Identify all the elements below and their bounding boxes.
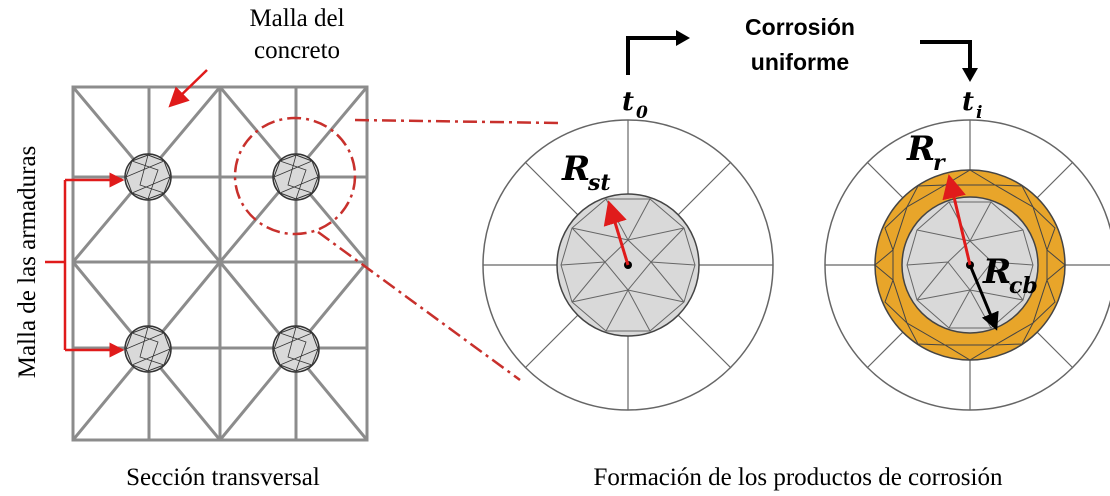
radius-rr-arrow	[942, 174, 972, 266]
cross-section-caption: Sección transversal	[126, 464, 320, 491]
uniform-corrosion-label: Corrosión	[745, 14, 855, 40]
rebar-bottom-left	[124, 325, 172, 373]
radius-rst-arrow	[603, 200, 630, 266]
radius-rcb-arrow	[968, 264, 999, 331]
products-formation-caption: Formación de los productos de corrosión	[594, 464, 1003, 491]
svg-text:R: R	[906, 129, 935, 169]
rebar-mesh-label: Malla de las armaduras	[14, 146, 41, 379]
section-t0	[482, 119, 774, 411]
uniform-corrosion-label-2: uniforme	[751, 49, 849, 75]
rr-label: R r	[906, 129, 946, 176]
zoom-indicator	[233, 116, 561, 382]
concrete-mesh-pointer	[168, 69, 208, 108]
cross-section-mesh	[71, 85, 369, 442]
svg-text:i: i	[976, 103, 982, 123]
rebar-bottom-right	[272, 325, 320, 373]
time-arrow-start-head	[676, 30, 690, 46]
svg-text:cb: cb	[1009, 273, 1038, 299]
svg-text:0: 0	[636, 103, 648, 123]
time-arrow-end	[920, 40, 972, 70]
svg-text:t: t	[962, 87, 974, 117]
time-arrow-start	[626, 36, 676, 75]
svg-text:r: r	[933, 150, 946, 176]
rebar-top-left	[124, 153, 172, 201]
svg-text:t: t	[622, 87, 634, 117]
ti-label: t i	[962, 87, 982, 123]
t0-label: t 0	[622, 87, 648, 123]
rst-label: R st	[561, 149, 611, 196]
svg-text:st: st	[587, 170, 611, 196]
rebar-mesh-bracket	[45, 172, 125, 358]
section-ti	[824, 119, 1110, 411]
concrete-mesh-label: Malla del	[249, 5, 344, 32]
rebar-top-right	[272, 153, 320, 201]
concrete-mesh-label-2: concreto	[254, 37, 340, 64]
rcb-label: R cb	[982, 252, 1038, 299]
time-arrow-end-head	[962, 68, 978, 82]
svg-text:R: R	[982, 252, 1011, 292]
svg-text:R: R	[561, 149, 590, 189]
